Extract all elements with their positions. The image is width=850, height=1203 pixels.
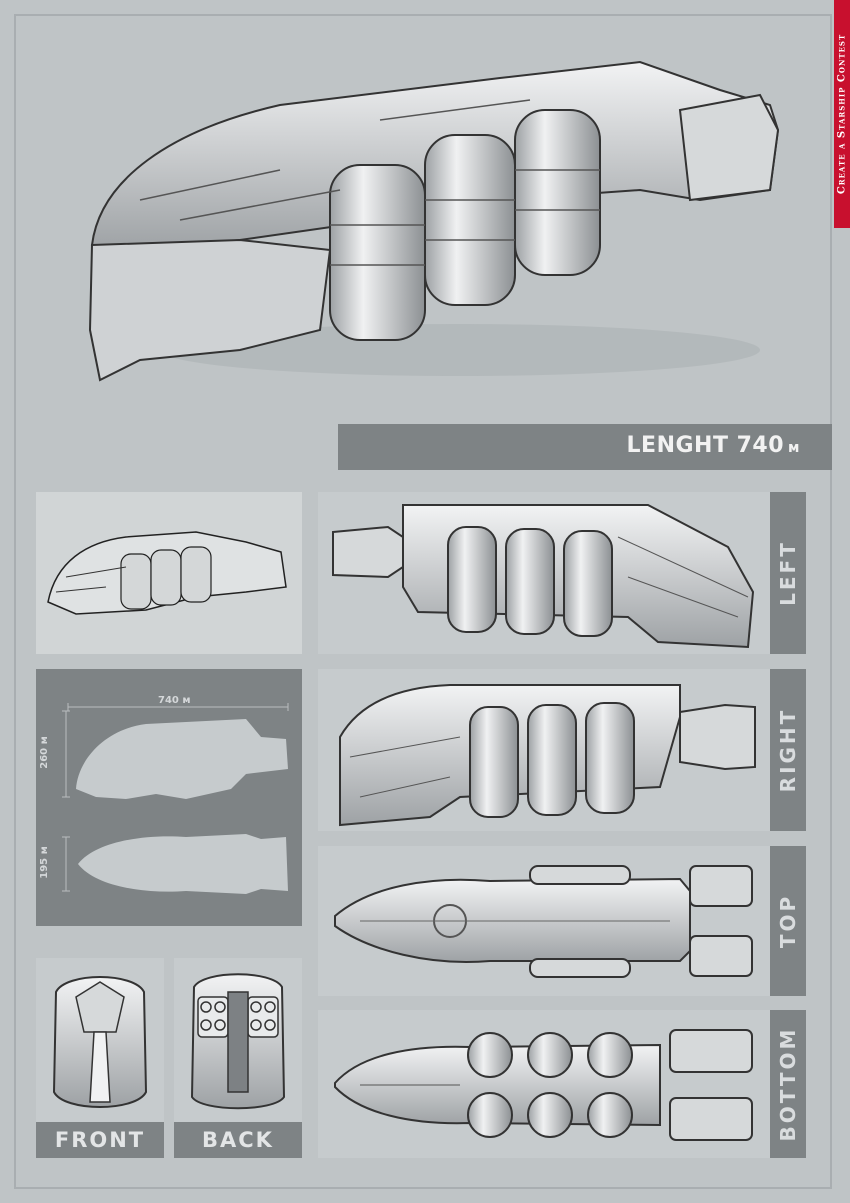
left-view-tab: LEFT (770, 492, 806, 654)
starship-back-view (184, 962, 292, 1116)
dimensions-panel: 740 м 260 м 195 м (36, 669, 302, 926)
sheet-frame (14, 14, 832, 1189)
starship-top-view (330, 861, 760, 981)
starship-left-view (328, 497, 758, 649)
left-view-panel (318, 492, 770, 654)
width-dimension-label: 195 м (38, 846, 50, 879)
contest-ribbon: Create a Starship Contest (834, 0, 850, 228)
right-view-panel (318, 669, 770, 831)
starship-hero-render (80, 50, 790, 400)
starship-right-view (330, 677, 760, 827)
top-view-label: TOP (776, 893, 800, 949)
height-dimension-label: 260 м (38, 736, 50, 769)
length-dimension-label: 740 м (158, 695, 191, 706)
left-view-label: LEFT (776, 540, 800, 606)
bottom-view-label: BOTTOM (776, 1026, 800, 1142)
top-view-tab: TOP (770, 846, 806, 996)
back-view-panel: BACK (174, 958, 302, 1158)
starship-front-view (46, 962, 154, 1116)
bottom-view-tab: BOTTOM (770, 1010, 806, 1158)
right-view-tab: RIGHT (770, 669, 806, 831)
starship-bottom-view (330, 1025, 760, 1145)
length-unit: м (788, 440, 800, 456)
front-view-label: FRONT (36, 1122, 164, 1158)
back-view-label: BACK (174, 1122, 302, 1158)
contest-ribbon-text: Create a Starship Contest (836, 33, 848, 195)
sketch-thumbnail-panel (36, 492, 302, 654)
bottom-view-panel (318, 1010, 770, 1158)
length-label: LENGHT 740 (626, 433, 785, 458)
top-view-panel (318, 846, 770, 996)
right-view-label: RIGHT (776, 707, 800, 793)
front-view-panel: FRONT (36, 958, 164, 1158)
